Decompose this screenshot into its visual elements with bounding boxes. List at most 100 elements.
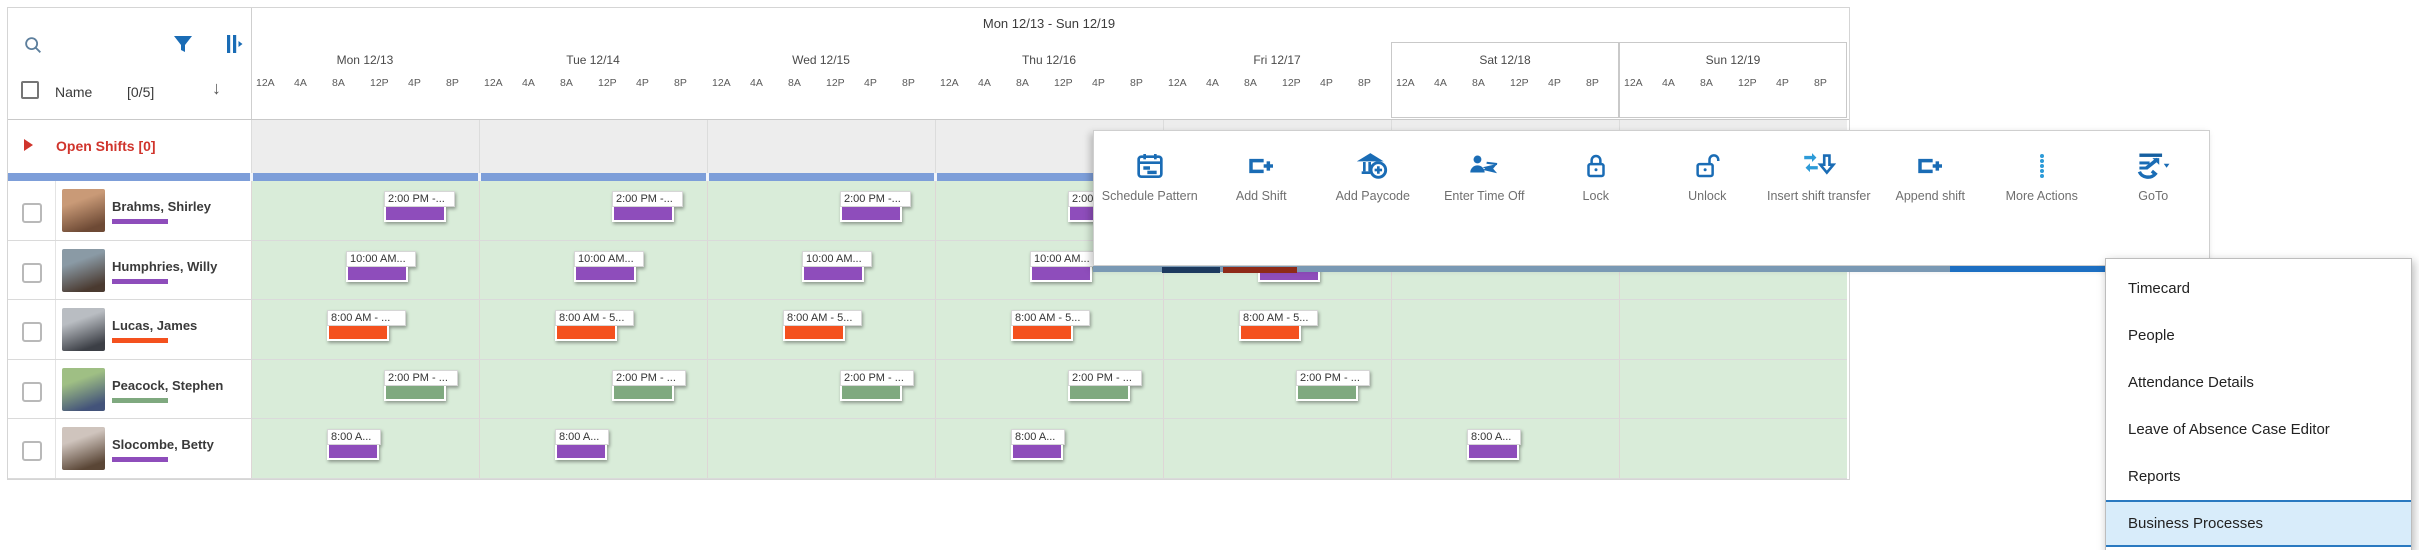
shift-bar <box>1239 326 1301 342</box>
schedule-cell[interactable] <box>1391 359 1619 419</box>
schedule-cell[interactable] <box>1619 419 1847 478</box>
schedule-cell[interactable] <box>1163 419 1391 478</box>
name-column-header[interactable]: Name <box>55 84 93 100</box>
menu-item-business-processes[interactable]: Business Processes <box>2106 500 2411 547</box>
schedule-cell[interactable] <box>707 419 935 478</box>
enter-time-off-icon <box>1467 149 1501 183</box>
shift-block[interactable]: 8:00 A... <box>1467 429 1521 461</box>
shift-time-label: 8:00 A... <box>1467 429 1521 446</box>
toolbar-button-goto[interactable]: GoTo <box>2098 131 2210 265</box>
shift-block[interactable]: 8:00 AM - 5... <box>783 310 862 342</box>
shift-block[interactable]: 2:00 PM -... <box>840 191 911 222</box>
toolbar-button-label: More Actions <box>2005 189 2078 203</box>
shift-block[interactable]: 8:00 AM - 5... <box>1011 310 1090 342</box>
shift-block[interactable]: 2:00 PM -... <box>612 191 683 222</box>
employee-checkbox[interactable] <box>22 262 42 283</box>
menu-item-attendance-details[interactable]: Attendance Details <box>2128 374 2254 391</box>
schedule-cell[interactable] <box>1391 300 1619 359</box>
employee-avatar <box>62 189 105 232</box>
toolbar-button-lock[interactable]: Lock <box>1540 131 1652 265</box>
schedule-cell[interactable] <box>1619 359 1847 419</box>
toolbar-button-more-actions[interactable]: More Actions <box>1986 131 2098 265</box>
shift-block[interactable]: 2:00 PM -... <box>384 191 455 222</box>
employee-checkbox[interactable] <box>22 203 42 223</box>
employee-name[interactable]: Lucas, James <box>112 318 198 334</box>
columns-icon[interactable] <box>222 32 246 56</box>
menu-item-people[interactable]: People <box>2128 327 2175 344</box>
panel-grid-divider <box>251 8 252 119</box>
shift-block[interactable]: 8:00 AM - 5... <box>555 310 634 342</box>
shift-time-label: 10:00 AM... <box>574 250 644 267</box>
employee-avatar <box>62 427 105 471</box>
time-tick-label: 4P <box>636 77 649 89</box>
employee-name[interactable]: Humphries, Willy <box>112 258 218 274</box>
shift-block[interactable]: 8:00 A... <box>327 429 381 461</box>
shift-block[interactable]: 10:00 AM... <box>346 250 416 282</box>
menu-item-timecard[interactable]: Timecard <box>2128 280 2190 297</box>
shift-time-label: 8:00 A... <box>555 429 609 446</box>
shift-block[interactable]: 8:00 A... <box>555 429 609 461</box>
toolbar-button-unlock[interactable]: Unlock <box>1652 131 1764 265</box>
time-tick-label: 4A <box>1662 77 1675 89</box>
shift-block[interactable]: 8:00 A... <box>1011 429 1065 461</box>
expand-open-shifts-icon[interactable] <box>24 139 33 151</box>
shift-block[interactable]: 10:00 AM... <box>802 250 872 282</box>
shift-time-label: 2:00 PM -... <box>840 191 911 207</box>
employee-checkbox[interactable] <box>22 441 42 462</box>
employee-name[interactable]: Slocombe, Betty <box>112 437 214 453</box>
shift-block[interactable]: 8:00 AM - ... <box>327 310 406 342</box>
employee-name[interactable]: Brahms, Shirley <box>112 199 211 214</box>
shift-block[interactable]: 2:00 PM - ... <box>1296 369 1370 401</box>
open-shifts-cell[interactable] <box>707 120 935 173</box>
time-tick-label: 12P <box>1282 77 1301 89</box>
select-all-checkbox[interactable] <box>21 81 39 99</box>
day-header-label: Sun 12/19 <box>1705 53 1761 67</box>
employee-name[interactable]: Peacock, Stephen <box>112 377 224 393</box>
shift-bar <box>1467 445 1519 461</box>
shift-block[interactable]: 2:00 PM - ... <box>840 369 914 401</box>
employee-checkbox[interactable] <box>22 381 42 402</box>
open-shifts-cell[interactable] <box>251 120 479 173</box>
toolbar-button-schedule-pattern[interactable]: Schedule Pattern <box>1094 131 1206 265</box>
schedule-cell[interactable] <box>1619 300 1847 359</box>
toolbar-bottom-border <box>1093 266 2210 272</box>
employee-checkbox[interactable] <box>22 322 42 343</box>
toolbar-button-add-shift[interactable]: Add Shift <box>1206 131 1318 265</box>
schedule-cell[interactable] <box>479 300 707 359</box>
toolbar-button-add-paycode[interactable]: Add Paycode <box>1317 131 1429 265</box>
menu-item-leave-of-absence-case-editor[interactable]: Leave of Absence Case Editor <box>2128 421 2330 438</box>
shift-block[interactable]: 2:00 PM - ... <box>612 369 686 401</box>
toolbar-button-enter-time-off[interactable]: Enter Time Off <box>1429 131 1541 265</box>
time-tick-label: 12P <box>826 77 845 89</box>
shift-time-label: 2:00 PM - ... <box>840 369 914 386</box>
sort-descending-icon[interactable]: ↓ <box>212 78 221 98</box>
toolbar-button-insert-shift-transfer[interactable]: Insert shift transfer <box>1763 131 1875 265</box>
day-header-label: Thu 12/16 <box>1021 53 1077 67</box>
time-tick-label: 4P <box>408 77 421 89</box>
time-tick-label: 12A <box>1624 77 1643 89</box>
menu-item-reports[interactable]: Reports <box>2128 468 2181 485</box>
shift-block[interactable]: 8:00 AM - 5... <box>1239 310 1318 342</box>
toolbar-button-append-shift[interactable]: Append shift <box>1875 131 1987 265</box>
shift-block[interactable]: 2:00 PM - ... <box>384 369 458 401</box>
search-icon[interactable] <box>22 34 44 56</box>
shift-block[interactable]: 10:00 AM... <box>574 250 644 282</box>
add-shift-icon <box>1244 149 1278 183</box>
band-gap <box>706 173 709 181</box>
shift-time-label: 8:00 AM - 5... <box>783 310 862 327</box>
open-shifts-cell[interactable] <box>479 120 707 173</box>
employee-row: Peacock, Stephen <box>8 359 1847 420</box>
filter-icon[interactable] <box>171 32 195 56</box>
shift-block[interactable]: 10:00 AM... <box>1030 250 1100 282</box>
time-tick-label: 12A <box>484 77 503 89</box>
shift-time-label: 2:00 PM - ... <box>384 369 458 386</box>
shift-block[interactable]: 2:00 PM - ... <box>1068 369 1142 401</box>
